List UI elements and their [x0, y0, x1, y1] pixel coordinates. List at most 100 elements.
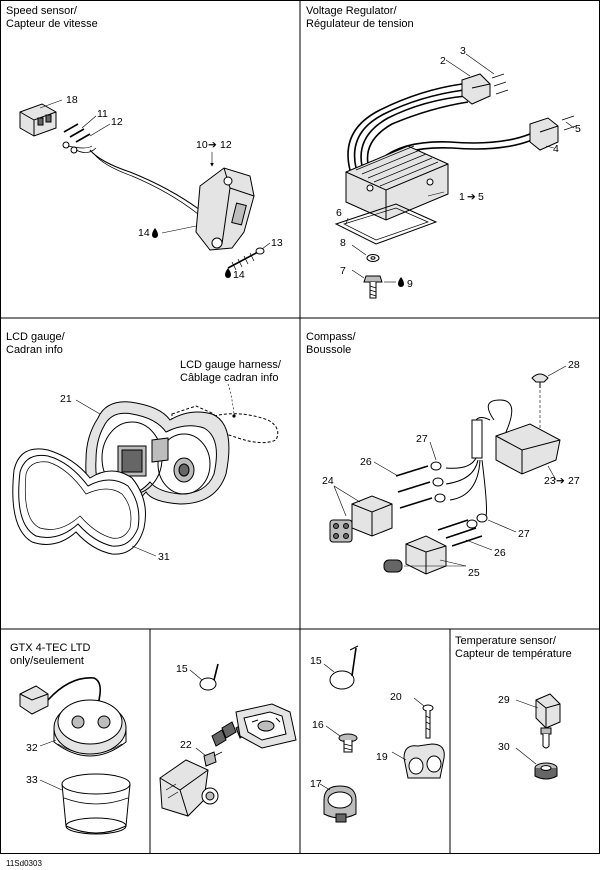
gtx-title-fr: only/seulement [10, 655, 84, 667]
arrow-glyph: ➔ [556, 475, 565, 487]
screw [422, 704, 434, 739]
voltage-regulator-title-fr: Régulateur de tension [306, 18, 414, 30]
label-2: 2 [440, 55, 446, 67]
compass-wires [445, 457, 487, 517]
speed-sensor-panel: Speed sensor/ Capteur de vitesse 18 11 1… [6, 5, 283, 281]
cable-tie [329, 645, 359, 690]
voltage-regulator-body [345, 145, 449, 221]
speed-sensor-screw [227, 247, 265, 271]
voltage-regulator-title-en: Voltage Regulator/ [306, 5, 397, 17]
regulator-connector-top [461, 73, 509, 105]
label-8: 8 [340, 237, 346, 249]
label-12-range-end: 12 [220, 139, 232, 151]
label-17: 17 [310, 778, 322, 790]
arrow-glyph: ➔ [208, 139, 217, 151]
label-1: 1 [459, 191, 465, 203]
compass-panel: Compass/ Boussole 28 23 ➔ 27 [306, 331, 580, 579]
speed-sensor-wire [89, 149, 201, 211]
label-28: 28 [568, 359, 580, 371]
speed-sensor-connector [19, 103, 57, 137]
label-26-top: 26 [360, 456, 372, 468]
compass-title-fr: Boussole [306, 344, 351, 356]
cable-tie [199, 663, 219, 691]
label-18: 18 [66, 94, 78, 106]
label-33: 33 [26, 774, 38, 786]
label-21: 21 [60, 393, 72, 405]
temperature-sensor-title-fr: Capteur de température [455, 648, 572, 660]
double-clip [403, 743, 445, 779]
lcd-gauge-panel: LCD gauge/ Cadran info LCD gauge harness… [6, 331, 282, 563]
fasteners-right-panel: 15 16 17 20 19 [310, 645, 445, 823]
label-9: 9 [407, 278, 413, 290]
temperature-sensor-panel: Temperature sensor/ Capteur de températu… [455, 635, 572, 780]
label-5: 5 [575, 123, 581, 135]
label-19: 19 [376, 751, 388, 763]
fasteners-left-panel: 15 22 [159, 663, 297, 817]
speed-sensor-terminals [62, 123, 97, 154]
gtx-ring [61, 773, 131, 835]
compass-title-en: Compass/ [306, 331, 356, 343]
label-7: 7 [340, 265, 346, 277]
washer [366, 254, 380, 262]
gtx-title-en: GTX 4-TEC LTD [10, 642, 91, 654]
adhesive-drop-icon [152, 228, 158, 238]
speed-sensor-body [195, 167, 255, 251]
label-30: 30 [498, 741, 510, 753]
label-24: 24 [322, 475, 334, 487]
label-31: 31 [158, 551, 170, 563]
label-20: 20 [390, 691, 402, 703]
label-22: 22 [180, 739, 192, 751]
regulator-harness [347, 83, 533, 171]
regulator-screw [363, 275, 383, 299]
label-15-left: 15 [176, 663, 188, 675]
sensor-grommet [534, 762, 558, 780]
push-fastener [203, 751, 223, 767]
gtx-connector [19, 677, 102, 715]
gauge-support-housing [159, 759, 219, 817]
push-rivet [338, 733, 358, 753]
label-14-left: 14 [138, 227, 150, 239]
lcd-harness-title-fr: Câblage cadran info [180, 372, 278, 384]
lcd-gauge-bezel [12, 448, 146, 555]
hose-clamp [323, 785, 357, 823]
label-27-top: 27 [416, 433, 428, 445]
compass-pins-bottom [437, 519, 483, 547]
adhesive-drop-icon [225, 268, 231, 278]
voltage-regulator-panel: Voltage Regulator/ Régulateur de tension… [306, 5, 581, 299]
label-11: 11 [97, 108, 108, 120]
compass-seals-bottom [466, 513, 488, 529]
compass-seals-top [430, 461, 446, 503]
label-26-bottom: 26 [494, 547, 506, 559]
compass-pins-top [395, 465, 433, 509]
speed-sensor-title-en: Speed sensor/ [6, 5, 78, 17]
lcd-gauge-title-en: LCD gauge/ [6, 331, 66, 343]
label-29: 29 [498, 694, 510, 706]
speed-sensor-title-fr: Capteur de vitesse [6, 18, 98, 30]
label-10: 10 [196, 139, 208, 151]
label-16: 16 [312, 719, 324, 731]
compass-module [471, 399, 561, 475]
label-25: 25 [468, 567, 480, 579]
compass-connector-female [383, 535, 447, 575]
label-32: 32 [26, 742, 38, 754]
label-5-range-end: 5 [478, 191, 484, 203]
label-6: 6 [336, 207, 342, 219]
label-3: 3 [460, 45, 466, 57]
compass-plug [531, 373, 549, 388]
drawing-code: 11Sd0303 [6, 859, 42, 868]
gtx-panel: GTX 4-TEC LTD only/seulement 32 33 [10, 642, 131, 835]
arrow-glyph: ➔ [467, 191, 476, 203]
label-13: 13 [271, 237, 283, 249]
lcd-harness-title-en: LCD gauge harness/ [180, 359, 282, 371]
label-15-right: 15 [310, 655, 322, 667]
label-4: 4 [553, 143, 559, 155]
regulator-gasket [334, 203, 438, 245]
label-27-bottom: 27 [518, 528, 530, 540]
adhesive-drop-icon [398, 277, 404, 287]
lcd-gauge-housing [85, 401, 230, 510]
label-14-bottom: 14 [233, 269, 245, 281]
label-12: 12 [111, 116, 123, 128]
label-23: 23 [544, 475, 556, 487]
gtx-gauge [53, 699, 127, 757]
